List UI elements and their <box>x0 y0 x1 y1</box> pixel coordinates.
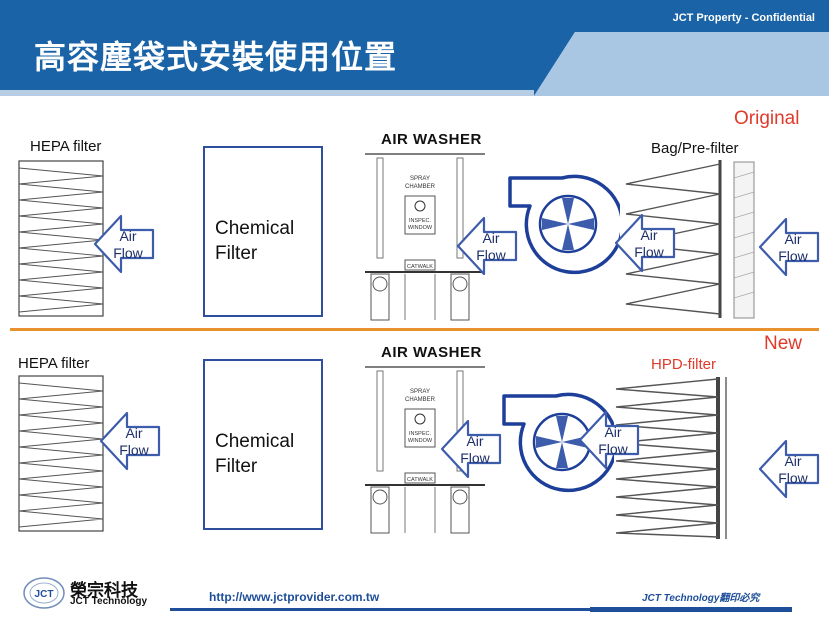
chemical-line2-bottom: Filter <box>215 456 258 477</box>
chemical-filter-bottom: Chemical Filter <box>203 359 323 530</box>
inspec-line1-bottom: INSPEC. <box>409 431 431 437</box>
inspec-line2-bottom: WINDOW <box>408 438 433 444</box>
air-flow-arrow-bottom-3: Air Flow <box>578 410 640 470</box>
air-flow-arrow-bottom-4: Air Flow <box>758 439 820 499</box>
air-washer-diagram-top: SPRAY CHAMBER INSPEC. WINDOW CATWALK <box>365 153 485 321</box>
hepa-filter-icon-bottom <box>18 375 104 532</box>
chemical-line1-top: Chemical <box>215 218 295 239</box>
arrow-line1: Air <box>482 230 499 246</box>
header-banner <box>0 0 829 96</box>
arrow-line1: Air <box>784 453 801 469</box>
arrow-line2: Flow <box>778 470 808 486</box>
catwalk-top: CATWALK <box>407 264 433 270</box>
blower-fan-icon-top <box>508 174 620 275</box>
confidential-label: JCT Property - Confidential <box>672 12 815 24</box>
spray-line1-bottom: SPRAY <box>410 389 430 395</box>
inspec-line1-top: INSPEC. <box>409 218 431 224</box>
hepa-filter-label-top: HEPA filter <box>30 138 102 155</box>
copyright-text: JCT Technology翻印必究 <box>642 593 760 604</box>
spray-line1-top: SPRAY <box>410 176 430 182</box>
footer-rule <box>170 607 792 612</box>
blower-fan-icon-bottom <box>502 392 614 493</box>
arrow-line2: Flow <box>476 247 506 263</box>
original-label: Original <box>734 108 800 129</box>
hepa-filter-icon-top <box>18 160 104 317</box>
arrow-line2: Flow <box>460 450 490 466</box>
chemical-line1-bottom: Chemical <box>215 431 295 452</box>
hpd-filter-label: HPD-filter <box>651 356 717 373</box>
section-divider <box>10 328 819 331</box>
arrow-line1: Air <box>784 231 801 247</box>
new-label: New <box>764 333 803 354</box>
arrow-line1: Air <box>640 227 657 243</box>
air-washer-title-top: AIR WASHER <box>381 131 482 148</box>
air-flow-arrow-bottom-1: Air Flow <box>99 411 161 471</box>
arrow-line1: Air <box>125 425 142 441</box>
spray-line2-bottom: CHAMBER <box>405 397 436 403</box>
inspec-line2-top: WINDOW <box>408 225 433 231</box>
spray-line2-top: CHAMBER <box>405 184 436 190</box>
air-flow-arrow-top-2: Air Flow <box>456 216 518 276</box>
website-link[interactable]: http://www.jctprovider.com.tw <box>209 590 380 604</box>
arrow-line2: Flow <box>598 441 628 457</box>
hpd-filter-icon <box>615 377 727 539</box>
chemical-filter-top: Chemical Filter <box>203 146 323 317</box>
air-flow-arrow-top-4: Air Flow <box>758 217 820 277</box>
air-flow-arrow-top-1: Air Flow <box>93 214 155 274</box>
air-washer-diagram-bottom: SPRAY CHAMBER INSPEC. WINDOW CATWALK <box>365 366 485 534</box>
bag-pre-filter-label: Bag/Pre-filter <box>651 140 739 157</box>
company-name-en: JCT Technology <box>70 596 148 607</box>
chemical-line2-top: Filter <box>215 243 258 264</box>
arrow-line1: Air <box>604 424 621 440</box>
arrow-line1: Air <box>466 433 483 449</box>
air-washer-title-bottom: AIR WASHER <box>381 344 482 361</box>
logo-text: JCT <box>35 589 54 600</box>
arrow-line2: Flow <box>634 244 664 260</box>
jct-logo-icon: JCT <box>23 577 65 609</box>
air-flow-arrow-bottom-2: Air Flow <box>440 419 502 479</box>
arrow-line2: Flow <box>778 248 808 264</box>
arrow-line2: Flow <box>113 245 143 261</box>
arrow-line2: Flow <box>119 442 149 458</box>
page-title: 高容塵袋式安裝使用位置 <box>34 38 398 76</box>
catwalk-bottom: CATWALK <box>407 477 433 483</box>
company-name-cn: 榮宗科技 <box>70 581 138 601</box>
air-flow-arrow-top-3: Air Flow <box>614 213 676 273</box>
hepa-filter-label-bottom: HEPA filter <box>18 355 90 372</box>
bag-pre-filter-icon <box>625 160 755 319</box>
arrow-line1: Air <box>119 228 136 244</box>
